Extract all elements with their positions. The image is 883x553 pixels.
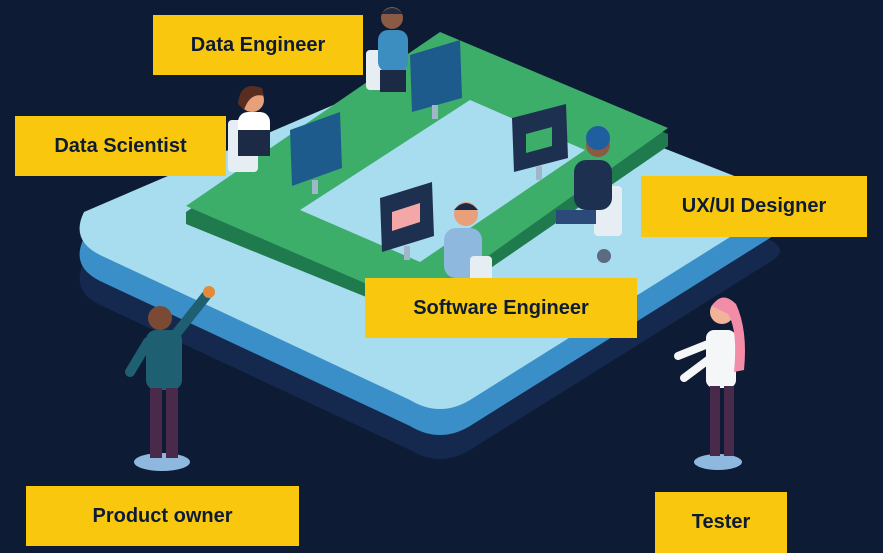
person-tester (674, 297, 745, 470)
label-tester: Tester (655, 492, 787, 553)
label-data-scientist: Data Scientist (15, 116, 226, 176)
monitor (512, 104, 568, 180)
label-software-engineer: Software Engineer (365, 278, 637, 338)
monitors (290, 40, 568, 260)
person-ux-designer (556, 126, 622, 263)
monitor (290, 112, 342, 194)
label-product-owner: Product owner (26, 486, 299, 546)
label-ux-ui-designer: UX/UI Designer (641, 176, 867, 237)
person-product-owner (125, 286, 215, 471)
monitor (410, 40, 462, 119)
person-data-scientist (228, 86, 270, 172)
person-data-engineer (366, 7, 408, 92)
label-data-engineer: Data Engineer (153, 15, 363, 75)
monitor (380, 182, 434, 260)
